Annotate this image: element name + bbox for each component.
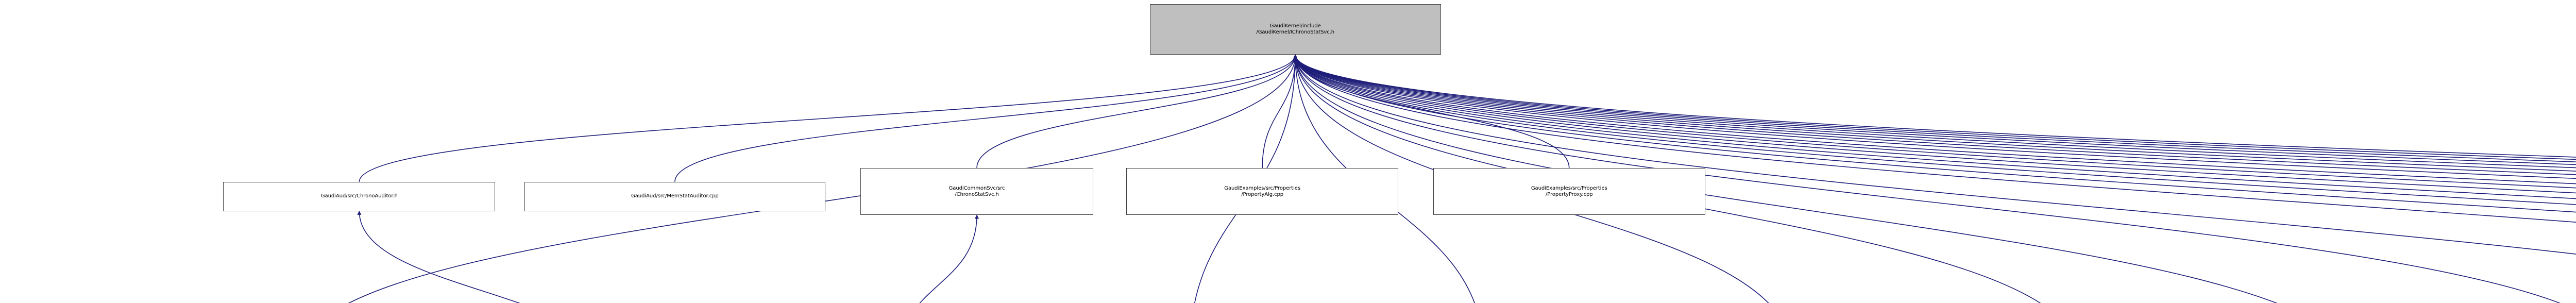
graph-node[interactable]: GaudiExamples/src/Properties /PropertyPr… — [1433, 168, 1705, 215]
graph-edge — [1293, 54, 1570, 169]
graph-edge — [674, 54, 1298, 182]
graph-edge — [976, 54, 1298, 169]
graph-edge — [919, 214, 979, 303]
graph-node[interactable]: GaudiCommonSvc/src /ChronoStatSvc.h — [860, 168, 1094, 215]
graph-edge — [1262, 54, 1298, 169]
graph-node-root[interactable]: GaudiKernel/include /GaudiKernel/IChrono… — [1149, 4, 1441, 55]
graph-node[interactable]: GaudiAud/src/MemStatAuditor.cpp — [524, 181, 826, 211]
graph-node[interactable]: GaudiAud/src/ChronoAuditor.h — [223, 181, 496, 211]
graph-edge — [359, 54, 1298, 182]
graph-edge — [357, 210, 520, 303]
graph-node[interactable]: GaudiExamples/src/Properties /PropertyAl… — [1126, 168, 1399, 215]
